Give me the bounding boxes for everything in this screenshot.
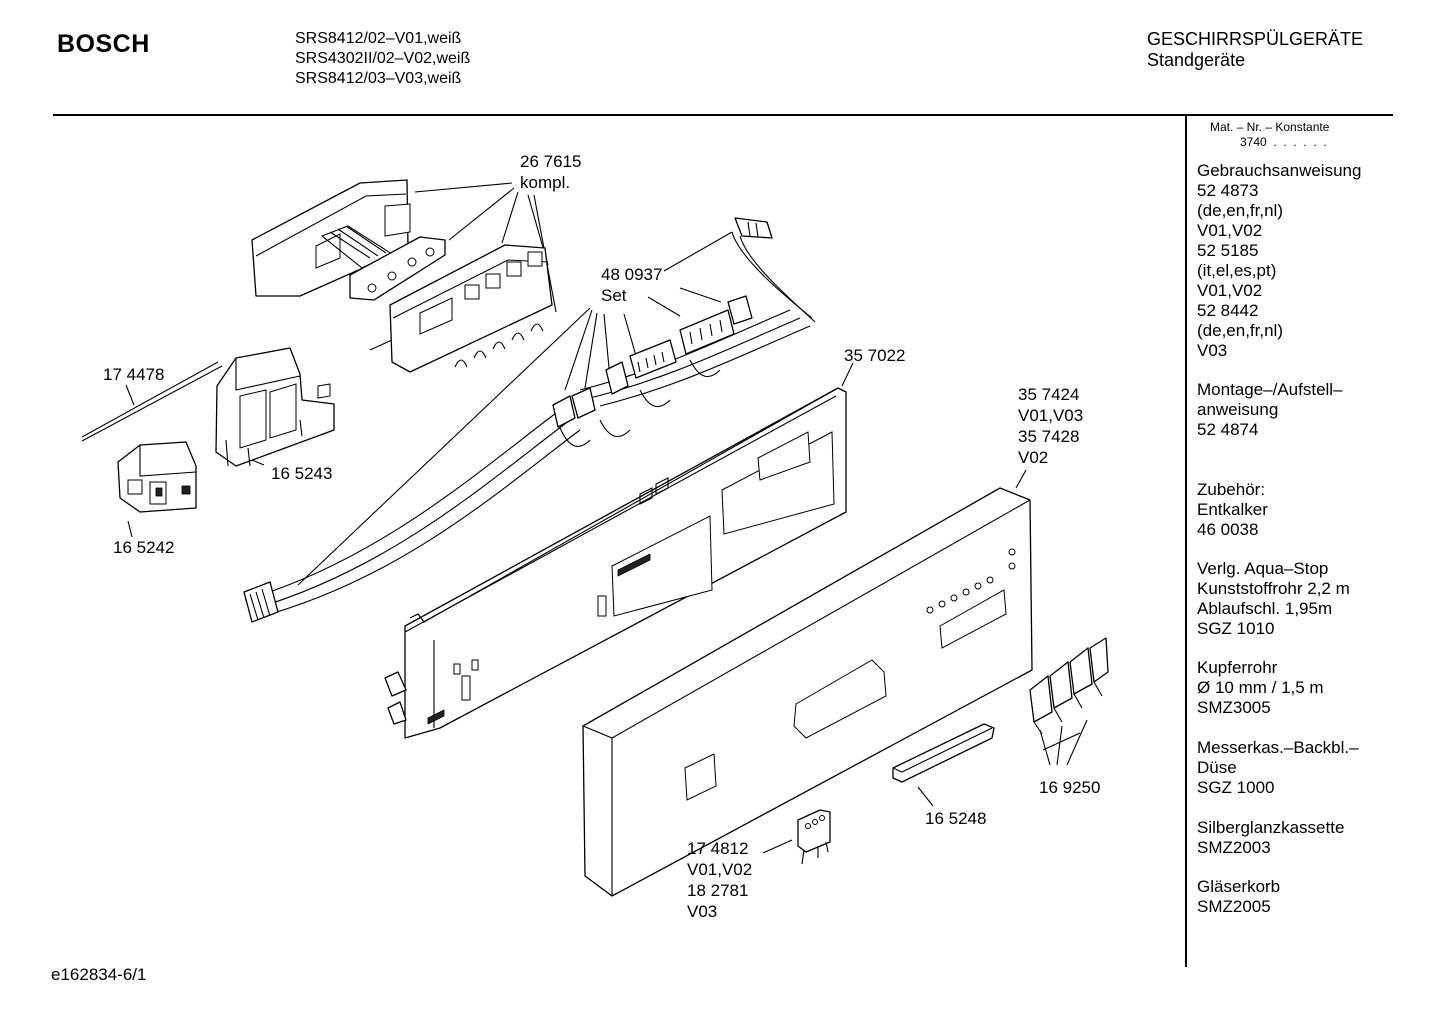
part-number: 26 7615 [520, 152, 582, 171]
part-label-165248: 16 5248 [925, 808, 986, 829]
part-label-174812: 17 4812 V01,V02 18 2781 V03 [687, 838, 752, 922]
part-note: Set [601, 286, 627, 305]
inner-panel-part [384, 387, 847, 739]
mat-nr-value: 3740 . . . . . . [1240, 135, 1327, 149]
rod-part [81, 361, 223, 442]
part-number: 17 4478 [103, 365, 165, 384]
model-line: SRS8412/02–V01,weiß [295, 30, 462, 47]
wiring-harness-part [243, 217, 816, 623]
category-block: GESCHIRRSPÜLGERÄTE Standgeräte [1147, 29, 1363, 71]
part-label-174478: 17 4478 [103, 364, 164, 385]
indicator-part [797, 809, 831, 865]
part-number: 48 0937 [601, 265, 663, 284]
sidebar-line: (de,en,fr,nl) [1197, 201, 1283, 220]
switch-part [117, 441, 197, 513]
sidebar-section-aquastop: Verlg. Aqua–Stop Kunststoffrohr 2,2 m Ab… [1197, 559, 1350, 639]
sidebar-line: (it,el,es,pt) [1197, 261, 1277, 280]
drawing-id: e162834-6/1 [51, 965, 147, 984]
model-line: SRS4302II/02–V02,weiß [295, 50, 471, 67]
sidebar-line: SMZ3005 [1197, 698, 1271, 717]
sidebar-line: Gläserkorb [1197, 877, 1281, 896]
part-number: 35 7428 [1018, 427, 1080, 446]
part-note: kompl. [520, 173, 571, 192]
model-list: SRS8412/02–V01,weiß SRS4302II/02–V02,wei… [295, 29, 470, 89]
sidebar-line: Düse [1197, 758, 1237, 777]
part-label-357022: 35 7022 [844, 345, 905, 366]
sidebar-section-knife: Messerkas.–Backbl.– Düse SGZ 1000 [1197, 738, 1359, 798]
part-number: 16 5248 [925, 809, 987, 828]
sidebar-line: anweisung [1197, 400, 1279, 419]
sidebar-section-manual: Gebrauchsanweisung 52 4873 (de,en,fr,nl)… [1197, 161, 1361, 361]
sidebar-line: 52 8442 [1197, 301, 1259, 320]
sidebar-line: 46 0038 [1197, 520, 1259, 539]
part-label-169250: 16 9250 [1039, 777, 1100, 798]
sidebar-line: Zubehör: [1197, 480, 1266, 499]
part-variant: V01,V03 [1018, 406, 1084, 425]
sidebar-line: SGZ 1010 [1197, 619, 1275, 638]
sidebar-line: Ablaufschl. 1,95m [1197, 599, 1333, 618]
button-set-part [1029, 637, 1109, 735]
control-module-part [251, 179, 553, 373]
part-label-267615: 26 7615 kompl. [520, 151, 581, 193]
handle-part [892, 723, 995, 783]
leader-lines [125, 182, 1088, 854]
exploded-view-drawing [81, 179, 1109, 897]
sidebar-line: 52 5185 [1197, 241, 1259, 260]
sidebar-section-silver: Silberglanzkassette SMZ2003 [1197, 818, 1344, 858]
part-variant: V02 [1018, 448, 1049, 467]
sidebar-section-accessories: Zubehör: Entkalker 46 0038 [1197, 480, 1268, 540]
sidebar-line: Gebrauchsanweisung [1197, 161, 1362, 180]
sidebar-line: SMZ2005 [1197, 897, 1271, 916]
sidebar-line: Messerkas.–Backbl.– [1197, 738, 1359, 757]
sidebar-line: V01,V02 [1197, 221, 1263, 240]
switch-housing-part [215, 347, 335, 467]
sidebar-line: SGZ 1000 [1197, 778, 1275, 797]
part-number: 16 9250 [1039, 778, 1101, 797]
header-divider [53, 114, 1393, 116]
sidebar-line: Entkalker [1197, 500, 1268, 519]
sidebar-line: Verlg. Aqua–Stop [1197, 559, 1329, 578]
sidebar-line: Silberglanzkassette [1197, 818, 1345, 837]
model-line: SRS8412/03–V03,weiß [295, 70, 462, 87]
part-variant: V03 [687, 902, 718, 921]
sidebar-section-installation: Montage–/Aufstell– anweisung 52 4874 [1197, 380, 1343, 440]
sidebar-line: 52 4874 [1197, 420, 1259, 439]
sidebar-line: (de,en,fr,nl) [1197, 321, 1283, 340]
part-label-357424: 35 7424 V01,V03 35 7428 V02 [1018, 384, 1083, 468]
sidebar-line: 52 4873 [1197, 181, 1259, 200]
front-fascia-part [582, 487, 1033, 897]
part-label-480937: 48 0937 Set [601, 264, 662, 306]
part-number: 18 2781 [687, 881, 749, 900]
sidebar-line: V03 [1197, 341, 1228, 360]
mat-nr-label: Mat. – Nr. – Konstante [1210, 120, 1330, 134]
part-number: 17 4812 [687, 839, 749, 858]
sidebar-section-copper: Kupferrohr Ø 10 mm / 1,5 m SMZ3005 [1197, 658, 1324, 718]
part-number: 35 7022 [844, 346, 906, 365]
sidebar-section-glass: Gläserkorb SMZ2005 [1197, 877, 1280, 917]
part-label-165243: 16 5243 [271, 463, 332, 484]
sidebar-divider [1185, 114, 1187, 967]
part-label-165242: 16 5242 [113, 537, 174, 558]
part-number: 16 5242 [113, 538, 175, 557]
sidebar-line: Kunststoffrohr 2,2 m [1197, 579, 1350, 598]
part-variant: V01,V02 [687, 860, 753, 879]
brand-logo: BOSCH [57, 30, 150, 58]
category-subtitle: Standgeräte [1147, 50, 1246, 70]
part-number: 16 5243 [271, 464, 333, 483]
category-title: GESCHIRRSPÜLGERÄTE [1147, 29, 1364, 49]
sidebar-line: Montage–/Aufstell– [1197, 380, 1343, 399]
part-number: 35 7424 [1018, 385, 1080, 404]
sidebar-line: V01,V02 [1197, 281, 1263, 300]
sidebar-line: Ø 10 mm / 1,5 m [1197, 678, 1324, 697]
sidebar-line: SMZ2003 [1197, 838, 1271, 857]
sidebar-line: Kupferrohr [1197, 658, 1278, 677]
